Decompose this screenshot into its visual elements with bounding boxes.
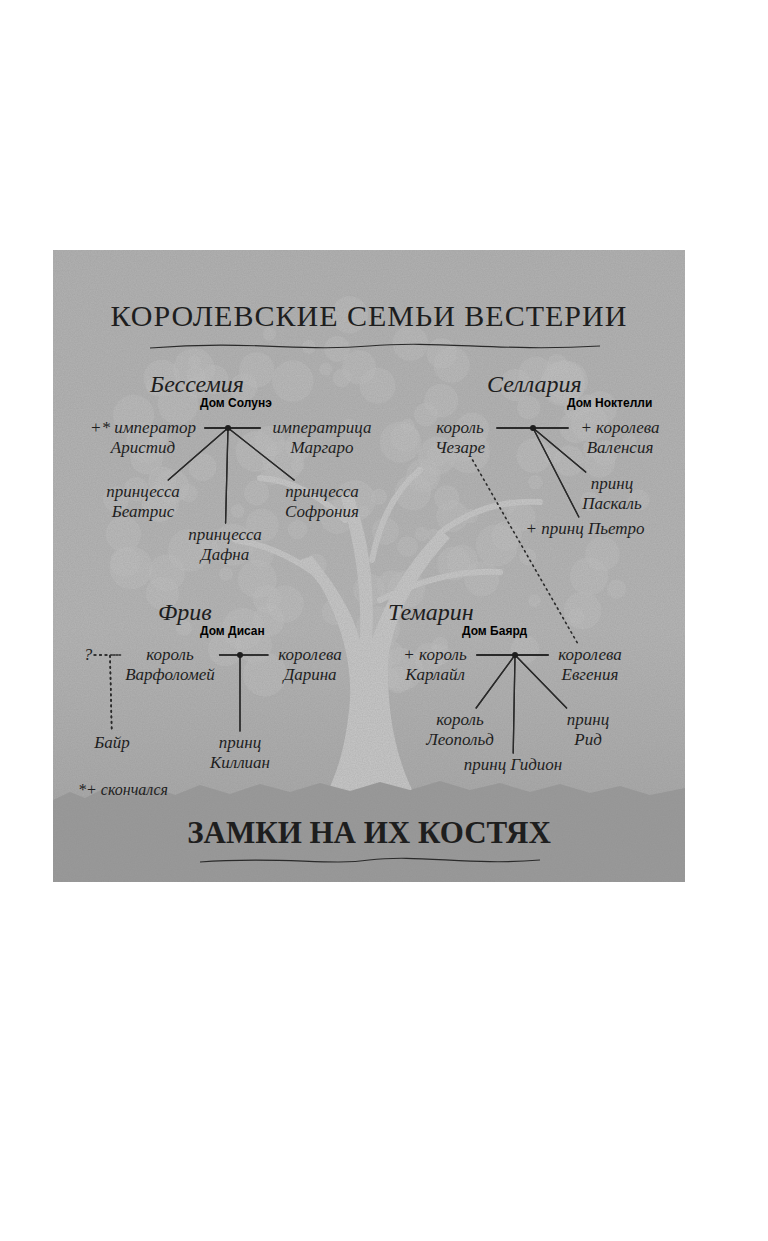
house-name: Дом Солунэ	[200, 396, 272, 410]
family-line	[226, 428, 260, 523]
node-text: +* император Аристид	[83, 418, 203, 458]
family-line	[240, 655, 268, 731]
person-name: + королева Валенсия	[568, 416, 672, 460]
caption: ЗАМКИ НА ИХ КОСТЯХ	[53, 812, 685, 854]
house-name: Дом Дисан	[200, 624, 265, 638]
person-name: принц Киллиан	[201, 731, 280, 775]
kingdom-name: Бессемия	[150, 370, 244, 398]
person-name: ?	[82, 643, 95, 667]
node-text: королева Евгения	[550, 645, 630, 685]
person-name: король Варфоломей	[121, 643, 220, 687]
person-name: принц Рид	[559, 708, 618, 752]
dotted-link	[94, 655, 111, 731]
family-line	[220, 655, 241, 731]
node-text: принц Паскаль	[575, 474, 650, 514]
family-line	[513, 655, 548, 753]
node-text: король Леопольд	[423, 710, 498, 750]
node-text: + королева Валенсия	[570, 418, 670, 458]
node-text: принцесса Софрония	[272, 482, 372, 522]
caption-flourish	[200, 858, 540, 862]
person-name: +* император Аристид	[81, 416, 205, 460]
title: КОРОЛЕВСКИЕ СЕМЬИ ВЕСТЕРИИ	[53, 296, 685, 336]
person-name: принц Гидион	[462, 753, 565, 777]
node-text: король Чезаре	[425, 418, 495, 458]
legend-note: *+ скончался	[78, 780, 168, 800]
person-name: принцесса Дафна	[173, 523, 277, 567]
person-name: принцесса Софрония	[270, 480, 374, 524]
paper-grain	[53, 250, 685, 882]
person-name: + король Карлайл	[393, 643, 477, 687]
kingdom-name: Селлария	[487, 370, 582, 398]
node-text: принцесса Беатрис	[93, 482, 193, 522]
node-text: ?	[84, 645, 93, 665]
person-name: королева Дарина	[268, 643, 352, 687]
person-name: + принц Пьетро	[523, 517, 646, 541]
junction-dot	[237, 652, 243, 658]
kingdom-name: Темарин	[388, 598, 474, 626]
family-line	[497, 428, 586, 472]
person-name: принц Паскаль	[573, 472, 652, 516]
dotted-link	[110, 655, 121, 731]
junction-dot	[225, 425, 231, 431]
node-text: Байр	[94, 733, 130, 753]
family-line	[476, 655, 548, 708]
family-line	[205, 428, 228, 523]
node-text: принц Гидион	[464, 755, 563, 775]
node-text: король Варфоломей	[123, 645, 218, 685]
person-name: королева Евгения	[548, 643, 632, 687]
parchment	[53, 250, 685, 882]
house-name: Дом Баярд	[462, 624, 527, 638]
dotted-link	[473, 460, 578, 643]
node-text: принц Киллиан	[203, 733, 278, 773]
junction-dot	[530, 425, 536, 431]
family-line	[497, 428, 579, 517]
node-text: + король Карлайл	[395, 645, 475, 685]
person-name: императрица Маргаро	[260, 416, 384, 460]
person-name: Байр	[92, 731, 132, 755]
person-name: принцесса Беатрис	[91, 480, 195, 524]
family-line	[533, 428, 579, 517]
kingdom-name: Фрив	[158, 598, 212, 626]
person-name: король Леопольд	[421, 708, 500, 752]
node-text: + принц Пьетро	[525, 519, 644, 539]
family-line	[477, 655, 567, 708]
title-flourish	[150, 344, 600, 348]
node-text: принцесса Дафна	[175, 525, 275, 565]
family-line	[533, 428, 586, 472]
junction-dot	[512, 652, 518, 658]
node-text: королева Дарина	[270, 645, 350, 685]
house-name: Дом Ноктелли	[567, 396, 652, 410]
node-text: императрица Маргаро	[262, 418, 382, 458]
person-name: король Чезаре	[423, 416, 497, 460]
node-text: принц Рид	[561, 710, 616, 750]
